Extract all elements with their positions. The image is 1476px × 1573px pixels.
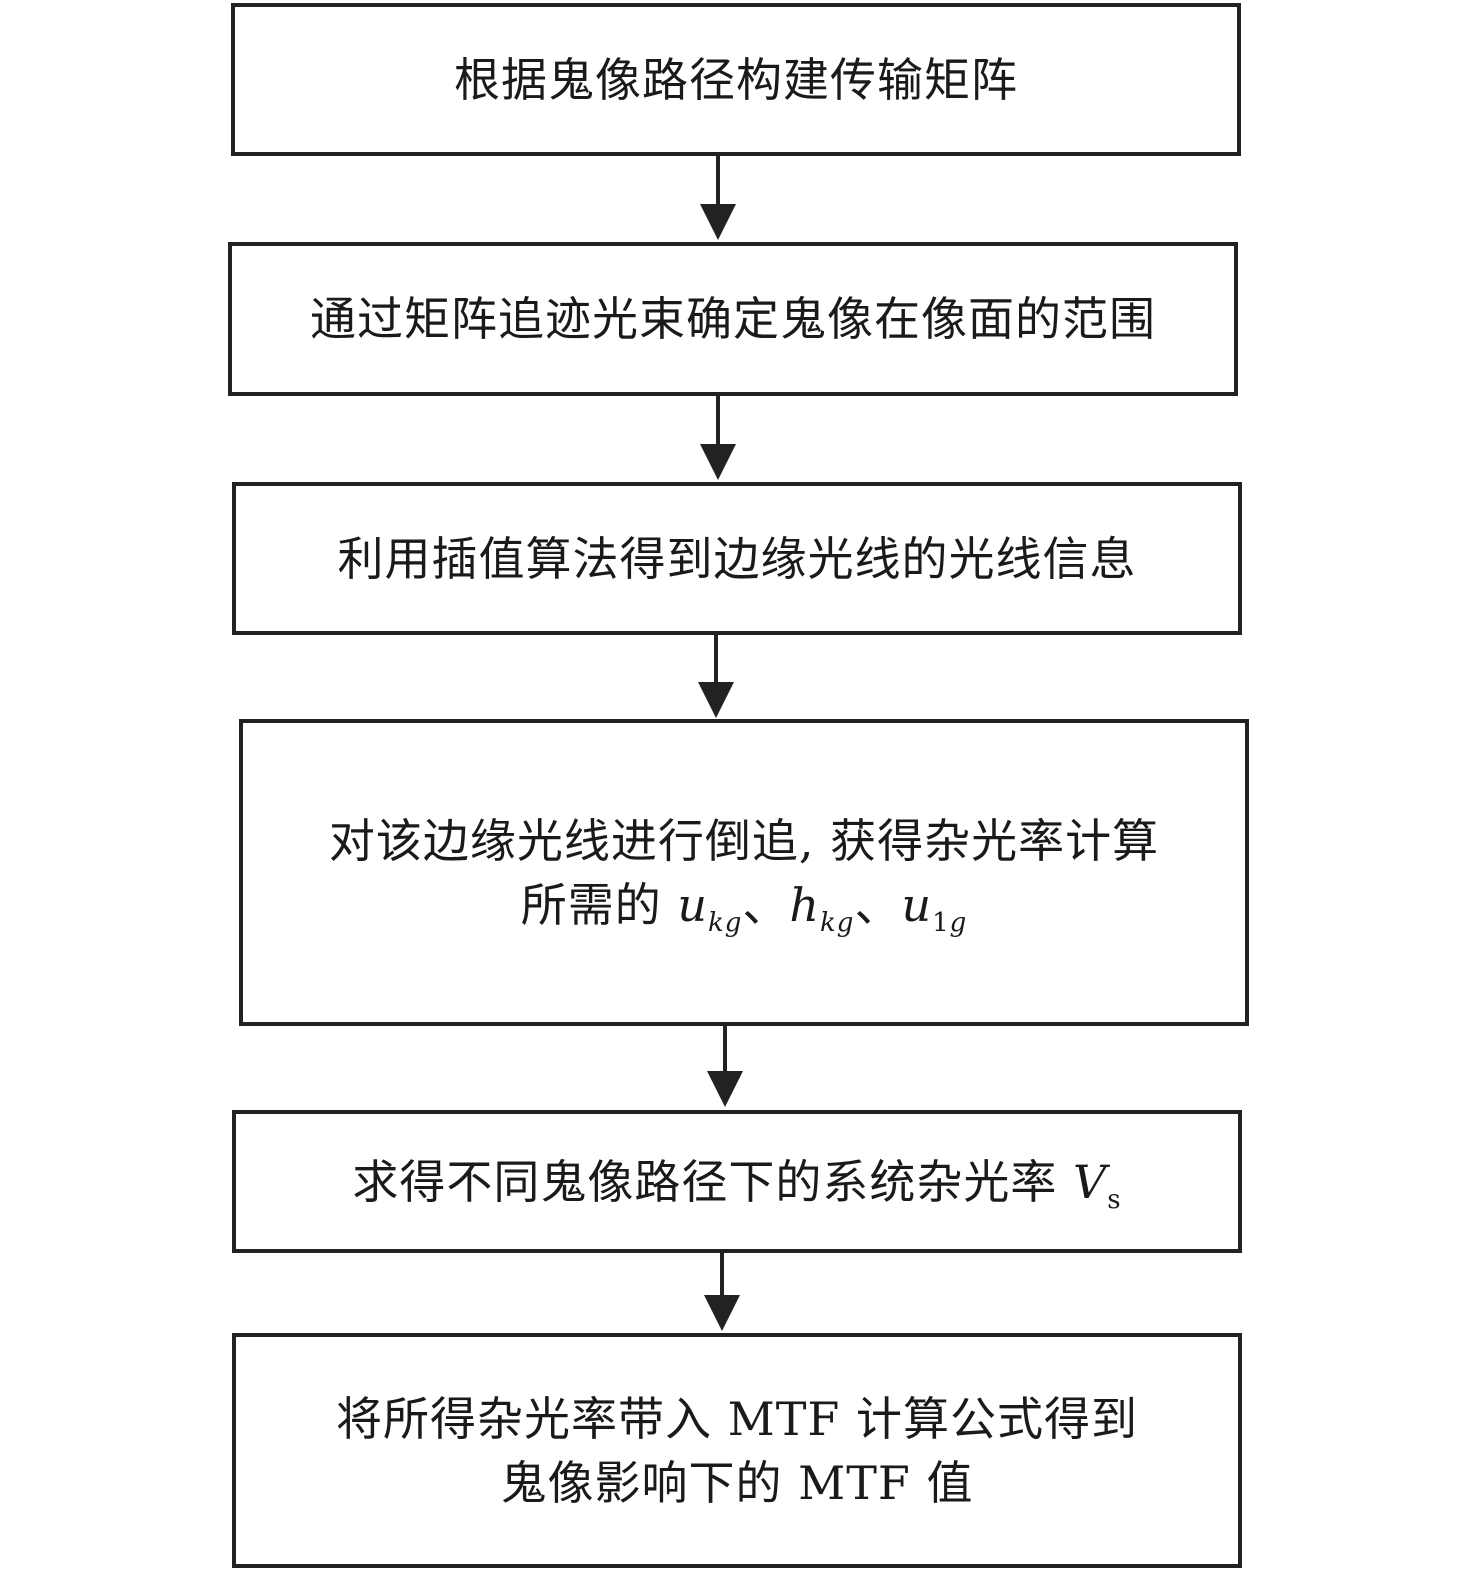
step-2-text: 通过矩阵追迹光束确定鬼像在像面的范围 xyxy=(310,292,1156,346)
var-V-s: Vs xyxy=(1073,1154,1122,1215)
step-6-text-line-1: 将所得杂光率带入 MTF 计算公式得到 xyxy=(336,1391,1138,1446)
arrow-5-6-head xyxy=(704,1295,740,1331)
var-u-kg: ukg xyxy=(677,877,743,938)
step-1-text: 根据鬼像路径构建传输矩阵 xyxy=(454,52,1018,107)
step-4-prefix: 所需的 xyxy=(520,877,678,932)
arrow-4-5-head xyxy=(707,1071,743,1107)
step-4-text-line-2: 所需的 ukg、hkg、u1g xyxy=(521,873,968,937)
separator: 、 xyxy=(854,877,902,932)
step-5-text: 求得不同鬼像路径下的系统杂光率 Vs xyxy=(352,1154,1122,1215)
step-4-box: 对该边缘光线进行倒追, 获得杂光率计算 所需的 ukg、hkg、u1g xyxy=(239,719,1249,1026)
step-5-box: 求得不同鬼像路径下的系统杂光率 Vs xyxy=(232,1110,1242,1253)
var-h-kg: hkg xyxy=(789,877,855,938)
arrow-1-2-head xyxy=(700,204,736,240)
arrow-2-3-head xyxy=(700,444,736,480)
separator: 、 xyxy=(742,877,790,932)
step-6-text-line-2: 鬼像影响下的 MTF 值 xyxy=(500,1455,974,1510)
arrow-3-4-head xyxy=(698,682,734,718)
step-2-box: 通过矩阵追迹光束确定鬼像在像面的范围 xyxy=(228,242,1238,396)
step-3-text: 利用插值算法得到边缘光线的光线信息 xyxy=(337,531,1137,586)
step-4-text-line-1: 对该边缘光线进行倒追, 获得杂光率计算 xyxy=(328,813,1160,868)
step-3-box: 利用插值算法得到边缘光线的光线信息 xyxy=(232,482,1242,635)
var-u-1g: u1g xyxy=(901,877,968,938)
step-1-box: 根据鬼像路径构建传输矩阵 xyxy=(231,3,1241,156)
step-6-box: 将所得杂光率带入 MTF 计算公式得到 鬼像影响下的 MTF 值 xyxy=(232,1333,1242,1568)
